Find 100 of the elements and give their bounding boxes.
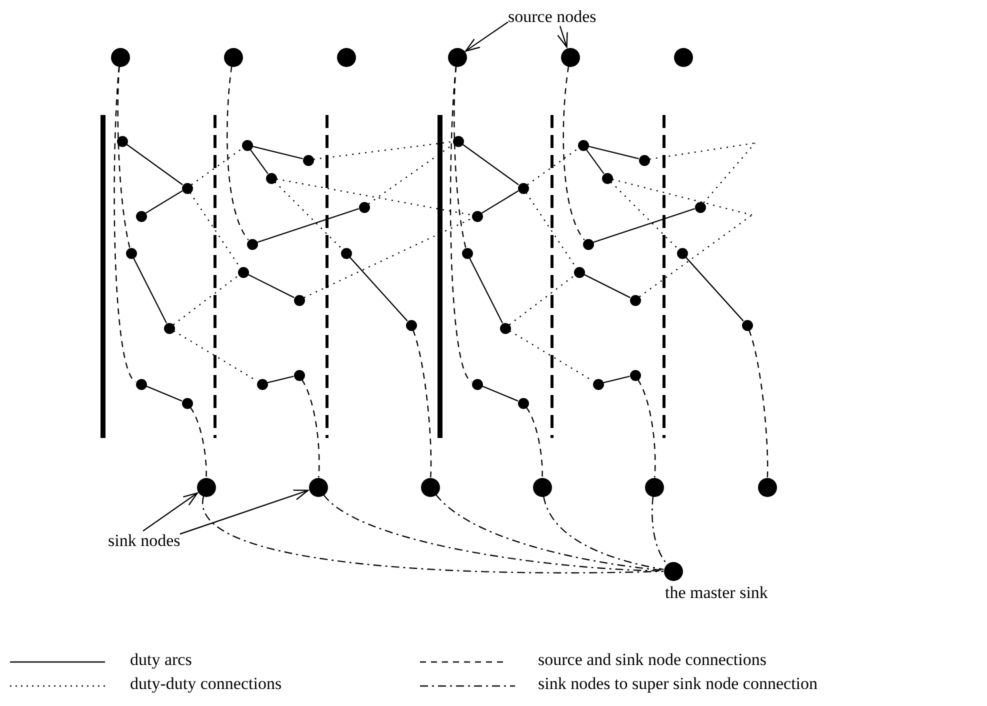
connector-line	[481, 190, 519, 214]
node-dot	[340, 248, 352, 258]
arrow	[180, 490, 309, 535]
node-dot	[182, 182, 192, 194]
node-dot	[182, 398, 192, 408]
connector-line	[267, 376, 294, 384]
connector-line	[586, 149, 604, 174]
node-dot	[126, 248, 136, 258]
node-dot	[196, 478, 216, 496]
connector-line	[685, 256, 744, 322]
connector-line	[527, 148, 579, 186]
connector-line	[612, 178, 752, 216]
connector-line	[412, 330, 432, 478]
connector-line	[257, 208, 359, 243]
node-dot	[578, 140, 588, 150]
node-dot	[294, 294, 304, 306]
connector-line	[304, 218, 472, 298]
connector-line	[191, 148, 243, 186]
node-dot	[574, 266, 584, 278]
connector-line	[637, 379, 656, 478]
connector-line	[301, 379, 320, 478]
connector-line	[276, 178, 472, 216]
node-dot	[582, 238, 594, 250]
node-dot	[136, 210, 146, 222]
connector-line	[748, 330, 768, 478]
node-dot	[246, 238, 258, 250]
node-dot	[406, 320, 416, 330]
node-dot	[136, 378, 146, 390]
node-dot	[266, 172, 276, 184]
node-dot	[308, 478, 328, 496]
connector-line	[543, 496, 664, 570]
node-dot	[532, 478, 552, 496]
node-dot	[518, 398, 528, 408]
arrow	[465, 22, 508, 52]
connector-line	[610, 181, 679, 250]
arrow	[557, 26, 568, 48]
connector-line	[226, 66, 249, 240]
legend-text: duty-duty connections	[130, 674, 282, 694]
connector-line	[248, 274, 294, 298]
connector-line	[126, 144, 183, 186]
connector-line	[435, 494, 664, 571]
node-dot	[420, 478, 440, 496]
node-dot	[500, 322, 510, 334]
connector-line	[703, 142, 756, 204]
connector-line	[313, 141, 453, 160]
callout-label: sink nodes	[108, 531, 180, 551]
connector-line	[132, 258, 168, 324]
node-dot	[664, 562, 682, 580]
node-dot	[336, 48, 356, 66]
connector-line	[462, 144, 519, 186]
connector-line	[603, 376, 630, 384]
connector-line	[349, 256, 408, 322]
legend-text: source and sink node connections	[538, 650, 766, 670]
node-dot	[638, 154, 650, 166]
node-dot	[694, 202, 706, 212]
connector-line	[652, 496, 668, 564]
connector-line	[593, 208, 695, 243]
connector-line	[562, 66, 585, 240]
connector-line	[526, 407, 543, 478]
node-dot	[110, 48, 130, 66]
node-dot	[448, 48, 466, 66]
connector-line	[509, 274, 575, 326]
node-dot	[592, 378, 604, 390]
connector-line	[274, 181, 343, 250]
node-dot	[472, 378, 482, 390]
connector-line	[639, 214, 752, 298]
node-dot	[644, 478, 664, 496]
node-dot	[674, 48, 692, 66]
connector-line	[190, 407, 207, 478]
node-dot	[676, 248, 688, 258]
node-dot	[560, 48, 580, 66]
connector-line	[482, 386, 518, 402]
node-dot	[472, 210, 482, 222]
node-dot	[256, 378, 268, 390]
connector-line	[649, 142, 756, 160]
node-dot	[742, 320, 752, 330]
connector-line	[146, 386, 182, 402]
node-dot	[630, 370, 640, 380]
connector-line	[584, 274, 630, 298]
node-dot	[452, 136, 464, 146]
node-dot	[630, 294, 640, 306]
node-dot	[518, 182, 528, 194]
node-dot	[602, 172, 612, 184]
arrow	[142, 492, 198, 532]
connector-line	[250, 149, 268, 174]
connector-line	[202, 496, 664, 574]
node-dot	[758, 478, 776, 496]
connector-line	[588, 146, 639, 160]
node-dot	[238, 266, 248, 278]
node-dot	[358, 202, 370, 212]
connector-line	[468, 258, 504, 324]
callout-label: source nodes	[508, 7, 596, 27]
node-dot	[294, 370, 304, 380]
node-dot	[462, 248, 472, 258]
node-dot	[224, 48, 242, 66]
connector-line	[117, 66, 130, 248]
node-dot	[116, 136, 128, 146]
node-dot	[164, 322, 174, 334]
node-dot	[242, 140, 252, 150]
connector-line	[173, 274, 239, 326]
